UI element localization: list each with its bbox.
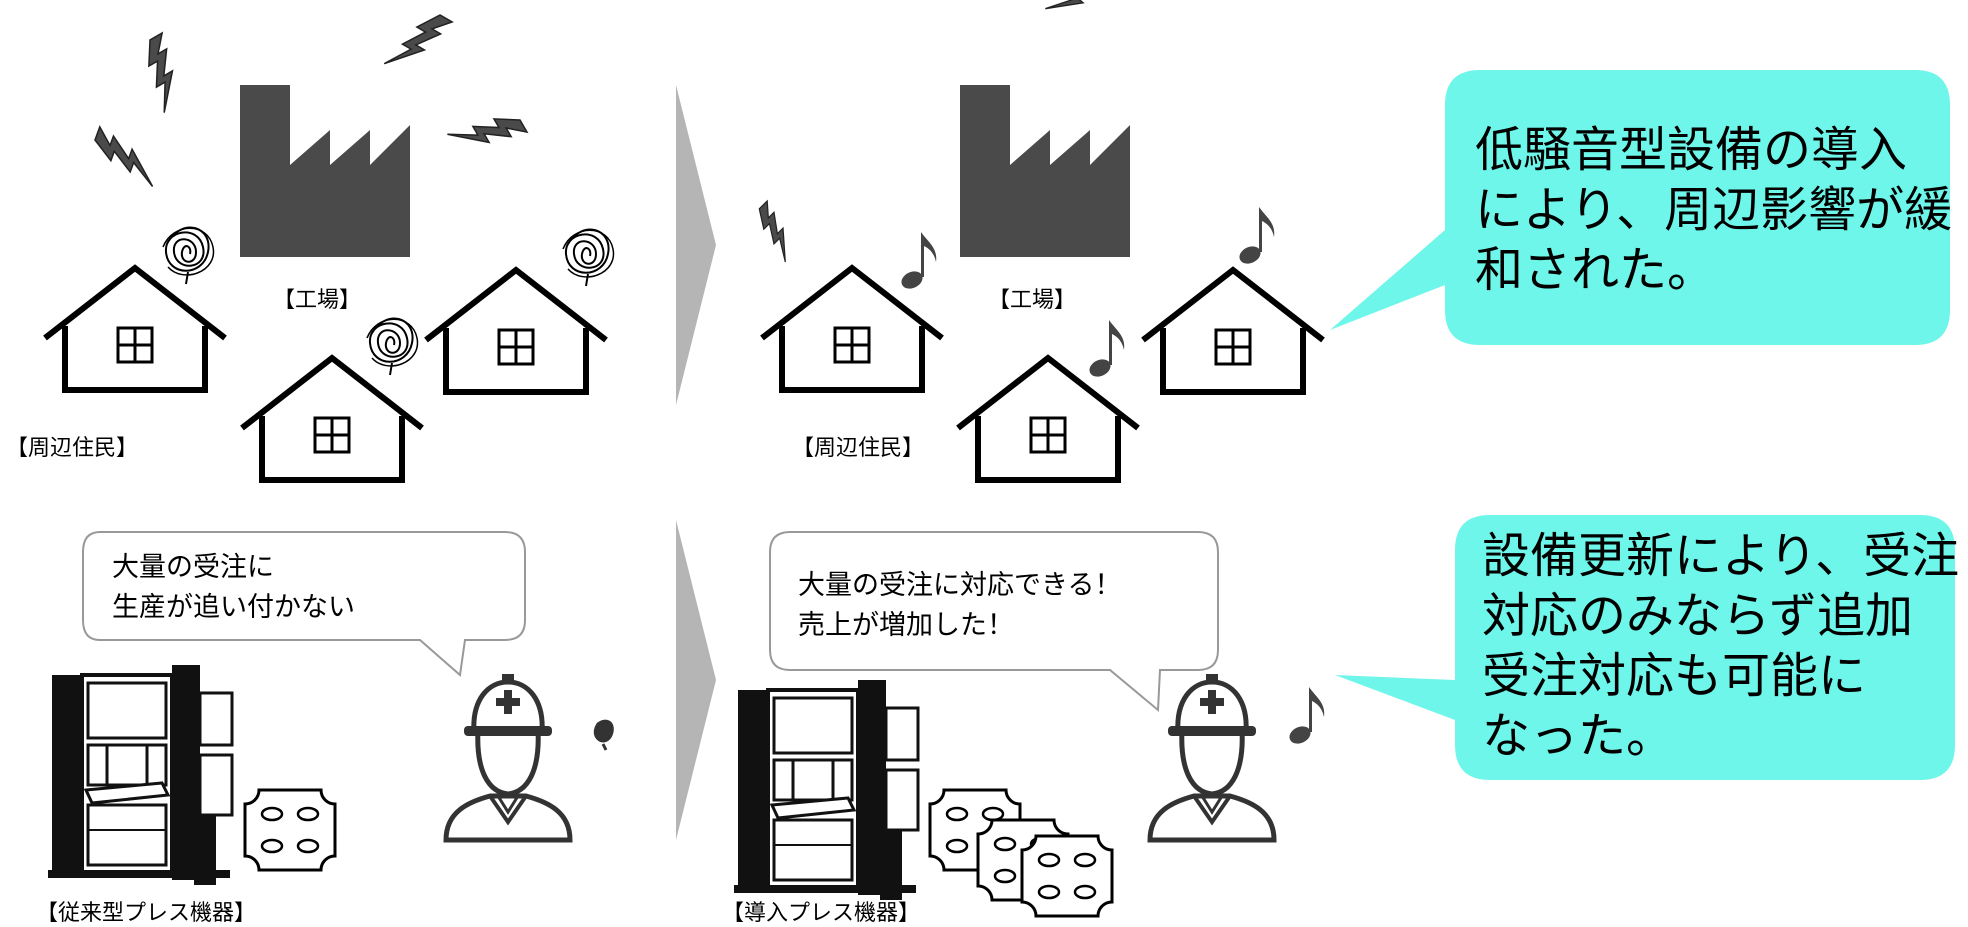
lightning-icon [446, 98, 528, 168]
press-machine-icon [732, 678, 920, 902]
speech-line: 大量の受注に [112, 552, 274, 583]
lightning-icon [128, 32, 198, 114]
sweat-drop-icon [593, 719, 614, 751]
factory-label: 【工場】 [273, 288, 362, 313]
speech-text-after: 大量の受注に対応できる！ 売上が増加した！ [798, 566, 1121, 646]
callout-line: により、周辺影響が緩 [1475, 182, 1953, 238]
house-icon [426, 270, 606, 392]
music-note-icon [1236, 207, 1275, 267]
lightning-icon [383, 2, 453, 84]
speech-line: 生産が追い付かない [112, 592, 355, 623]
music-note-icon [1086, 320, 1125, 380]
speech-bubble [769, 531, 1219, 713]
music-note-icon [1286, 687, 1325, 747]
house-icon [1143, 270, 1323, 392]
lightning-icon [745, 200, 808, 263]
scribble-icon [562, 228, 615, 287]
house-icon [958, 358, 1138, 480]
house-icon [242, 358, 422, 480]
callout-line: 低騒音型設備の導入 [1475, 122, 1908, 178]
scribble-icon [162, 226, 215, 285]
lightning-icon [1044, 0, 1113, 32]
speech-bubble [82, 531, 526, 677]
music-note-icon [898, 232, 937, 292]
callout-line: なった。 [1482, 708, 1675, 764]
factory-label: 【工場】 [988, 288, 1077, 313]
worker-icon [446, 674, 570, 840]
speech-text-before: 大量の受注に 生産が追い付かない [112, 548, 355, 628]
callout-text-orders: 設備更新により、受注 対応のみならず追加 受注対応も可能に なった。 [1482, 526, 1959, 766]
metal-plate-icon [243, 788, 337, 872]
callout-line: 設備更新により、受注 [1482, 528, 1960, 584]
scribble-icon [366, 317, 419, 376]
residents-label: 【周辺住民】 [6, 436, 139, 461]
callout-line: 受注対応も可能に [1482, 648, 1867, 704]
metal-plate-icon [1020, 834, 1114, 918]
factory-icon [960, 85, 1130, 257]
residents-label: 【周辺住民】 [792, 436, 925, 461]
machine-label: 【従来型プレス機器】 [36, 901, 257, 926]
speech-line: 大量の受注に対応できる！ [798, 570, 1122, 601]
callout-bubble [1330, 70, 1950, 345]
callout-text-noise: 低騒音型設備の導入 により、周辺影響が緩 和された。 [1475, 120, 1952, 300]
callout-bubble [1335, 515, 1955, 780]
arrow-chevron-icon [676, 520, 716, 840]
worker-icon [1150, 674, 1274, 840]
callout-line: 対応のみならず追加 [1482, 588, 1914, 644]
callout-line: 和された。 [1475, 242, 1716, 298]
machine-label: 【導入プレス機器】 [722, 901, 921, 926]
speech-line: 売上が増加した！ [798, 610, 1014, 641]
house-icon [45, 268, 225, 390]
lightning-icon [86, 126, 167, 188]
press-machine-icon [46, 663, 234, 887]
arrow-chevron-icon [676, 85, 716, 405]
factory-icon [240, 85, 410, 257]
